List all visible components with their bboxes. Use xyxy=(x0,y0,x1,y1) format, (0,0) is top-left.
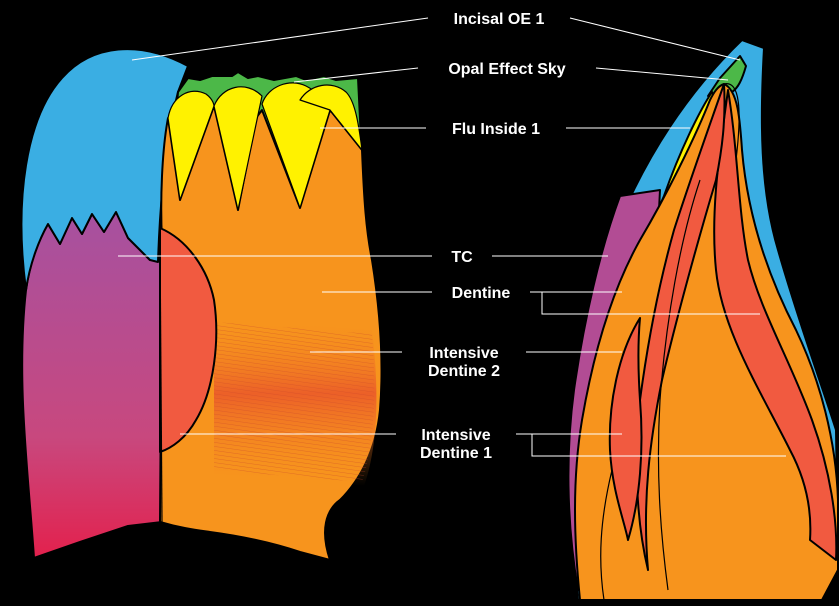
label-opal: Opal Effect Sky xyxy=(448,61,565,78)
label-int1-line1: Intensive xyxy=(421,427,490,444)
labels: Incisal OE 1 Opal Effect Sky Flu Inside … xyxy=(420,11,566,462)
intensive-dentine-2-hatch xyxy=(214,322,374,482)
label-flu: Flu Inside 1 xyxy=(452,121,540,138)
left-tooth xyxy=(22,49,382,560)
label-dentine: Dentine xyxy=(452,285,511,302)
tc-layer-left xyxy=(22,212,164,558)
leader-opal-right xyxy=(596,68,728,80)
label-int2-line1: Intensive xyxy=(429,345,498,362)
label-int1-line2: Dentine 1 xyxy=(420,445,492,462)
label-int2-line2: Dentine 2 xyxy=(428,363,500,380)
leader-incisal-right xyxy=(570,18,740,60)
label-tc: TC xyxy=(451,249,473,266)
label-incisal: Incisal OE 1 xyxy=(454,11,545,28)
right-tooth xyxy=(568,40,838,600)
leader-incisal-left xyxy=(132,18,428,60)
